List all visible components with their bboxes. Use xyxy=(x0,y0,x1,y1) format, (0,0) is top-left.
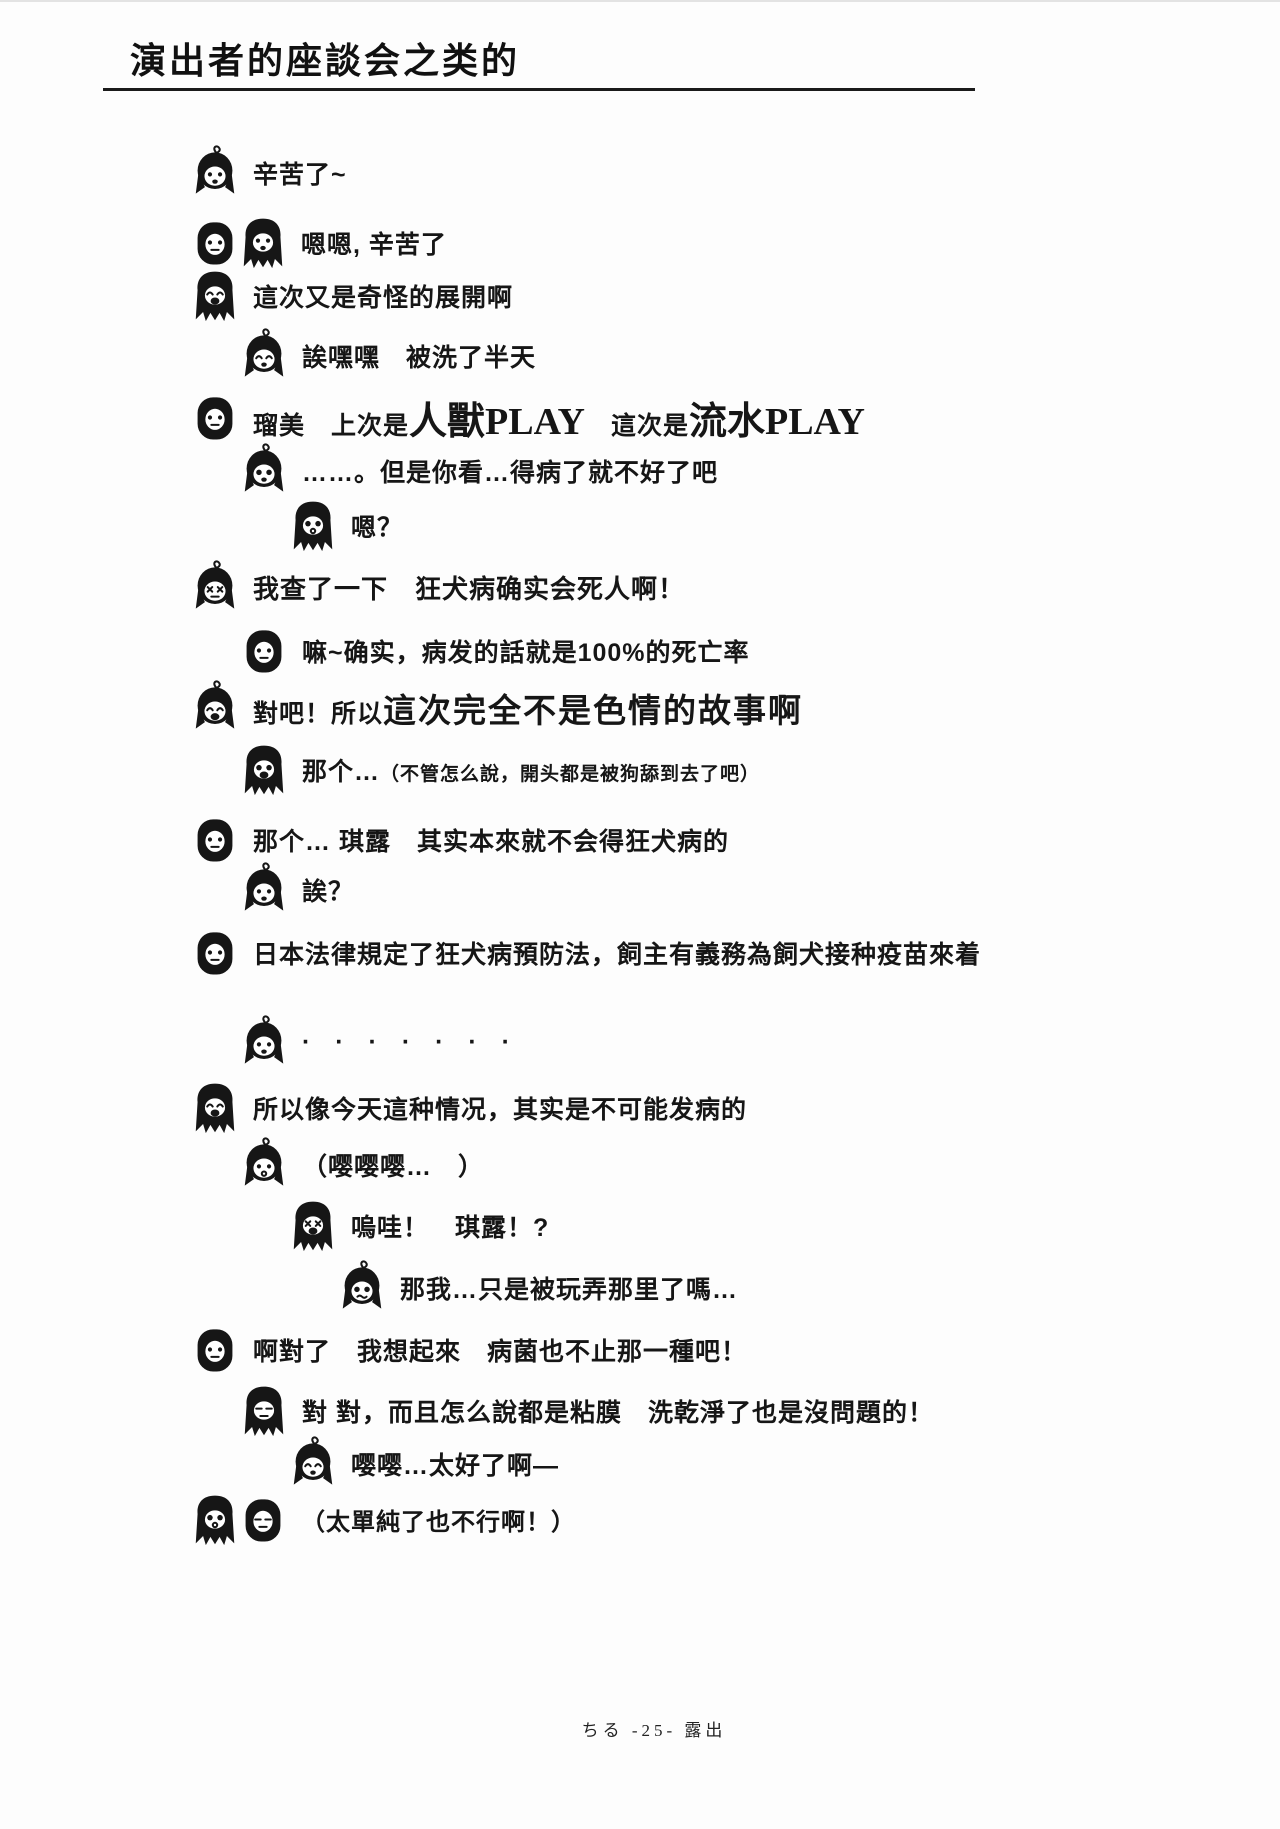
kiru-avatar-icon xyxy=(244,862,284,911)
title-rule xyxy=(103,88,975,91)
dialogue-text: 那个…（不管怎么說，開头都是被狗舔到去了吧） xyxy=(302,757,761,786)
dialogue-text: 啊對了 我想起來 病菌也不止那一種吧！ xyxy=(253,1337,748,1366)
dialogue-line: 對 對，而且怎么說都是粘膜 洗乾淨了也是沒問題的！ xyxy=(242,1383,934,1438)
dialogue-line: 嗯嗯, 辛苦了 xyxy=(193,215,447,270)
chiru-avatar-icon xyxy=(195,1083,235,1134)
chiru-avatar-icon xyxy=(243,218,283,269)
dialogue-line: 誒嘿嘿 被洗了半天 xyxy=(242,328,536,383)
chiru-avatar-icon xyxy=(244,745,284,796)
dialogue-line: 那我…只是被玩弄那里了嗎… xyxy=(340,1260,738,1315)
chiru-avatar-icon xyxy=(195,271,235,322)
chiru-avatar-icon xyxy=(293,501,333,552)
dialogue-line: 對吧！所以這次完全不是色情的故事啊 xyxy=(193,680,803,735)
dialogue-text: 瑠美 上次是人獸PLAY 這次是流水PLAY xyxy=(253,401,865,443)
kiru-avatar-icon xyxy=(195,680,235,729)
dialogue-text: 所以像今天這种情况，其实是不可能发病的 xyxy=(253,1095,748,1124)
dialogue-text: 辛苦了~ xyxy=(253,160,347,189)
chiru-avatar-icon xyxy=(293,1201,333,1252)
dialogue-text: （嘤嘤嘤… ） xyxy=(302,1152,485,1181)
footer-credit: ちる -25- 露出 xyxy=(581,1721,727,1740)
kiru-avatar-icon xyxy=(342,1260,382,1309)
dialogue-line: （嘤嘤嘤… ） xyxy=(242,1137,484,1192)
kiru-avatar-icon xyxy=(195,560,235,609)
dialogue-line: · · · · · · · xyxy=(242,1015,519,1070)
dialogue-text: 我查了一下 狂犬病确实会死人啊！ xyxy=(253,574,686,604)
dialogue-text: 對吧！所以這次完全不是色情的故事啊 xyxy=(253,690,804,730)
dialogue-text: 那我…只是被玩弄那里了嗎… xyxy=(400,1275,739,1304)
dialogue-line: 這次又是奇怪的展開啊 xyxy=(193,268,513,323)
kiru-avatar-icon xyxy=(244,328,284,377)
dialogue-text: 嗯？ xyxy=(351,513,404,542)
dialogue-text: 嘛~确实，病发的話就是100%的死亡率 xyxy=(302,638,750,667)
dialogue-line: 嘤嘤…太好了啊— xyxy=(291,1436,559,1491)
rumi-avatar-icon xyxy=(245,1499,281,1542)
dialogue-line: ……。但是你看…得病了就不好了吧 xyxy=(242,443,718,498)
dialogue-text: 嗚哇！ 琪露！? xyxy=(351,1213,550,1242)
dialogue-text: 誒？ xyxy=(302,877,355,906)
dialogue-text: 嗯嗯, 辛苦了 xyxy=(301,230,447,259)
rumi-avatar-icon xyxy=(197,397,233,440)
chiru-avatar-icon xyxy=(244,1386,284,1437)
page-title: 演出者的座談会之类的 xyxy=(130,40,521,81)
chiru-avatar-icon xyxy=(195,1495,235,1546)
dialogue-line: 誒？ xyxy=(242,862,354,917)
dialogue-text: 對 對，而且怎么說都是粘膜 洗乾淨了也是沒問題的！ xyxy=(302,1398,934,1427)
kiru-avatar-icon xyxy=(195,145,235,194)
dialogue-line: 辛苦了~ xyxy=(193,145,347,200)
dialogue-line: 那个… 琪露 其实本來就不会得狂犬病的 xyxy=(193,812,729,867)
dialogue-line: 啊對了 我想起來 病菌也不止那一種吧！ xyxy=(193,1322,747,1377)
dialogue-line: 日本法律規定了狂犬病預防法，飼主有義務為飼犬接种疫苗來着 xyxy=(193,925,981,980)
scan-edge xyxy=(0,0,1280,2)
kiru-avatar-icon xyxy=(244,1015,284,1064)
kiru-avatar-icon xyxy=(244,443,284,492)
rumi-avatar-icon xyxy=(246,630,282,673)
dialogue-line: 瑠美 上次是人獸PLAY 這次是流水PLAY xyxy=(193,390,865,445)
dialogue-line: 嘛~确实，病发的話就是100%的死亡率 xyxy=(242,623,750,678)
dialogue-line: 嗚哇！ 琪露！? xyxy=(291,1198,549,1253)
dialogue-text: ……。但是你看…得病了就不好了吧 xyxy=(302,458,719,487)
dialogue-line: （太單純了也不行啊！） xyxy=(193,1492,576,1547)
rumi-avatar-icon xyxy=(197,1329,233,1372)
rumi-avatar-icon xyxy=(197,932,233,975)
dialogue-text: 那个… 琪露 其实本來就不会得狂犬病的 xyxy=(253,827,729,856)
dialogue-line: 那个…（不管怎么說，開头都是被狗舔到去了吧） xyxy=(242,742,760,797)
kiru-avatar-icon xyxy=(244,1137,284,1186)
dialogue-line: 嗯？ xyxy=(291,498,403,553)
dialogue-text: （太單純了也不行啊！） xyxy=(301,1507,576,1536)
rumi-avatar-icon xyxy=(197,222,233,265)
dialogue-line: 我查了一下 狂犬病确实会死人啊！ xyxy=(193,560,685,615)
dialogue-text: 誒嘿嘿 被洗了半天 xyxy=(302,343,537,372)
dialogue-text: 嘤嘤…太好了啊— xyxy=(351,1451,560,1480)
dialogue-text: · · · · · · · xyxy=(302,1028,519,1056)
dialogue-line: 所以像今天這种情况，其实是不可能发病的 xyxy=(193,1080,747,1135)
rumi-avatar-icon xyxy=(197,819,233,862)
dialogue-text: 這次又是奇怪的展開啊 xyxy=(253,283,514,312)
dialogue-text: 日本法律規定了狂犬病預防法，飼主有義務為飼犬接种疫苗來着 xyxy=(253,940,982,969)
kiru-avatar-icon xyxy=(293,1436,333,1485)
